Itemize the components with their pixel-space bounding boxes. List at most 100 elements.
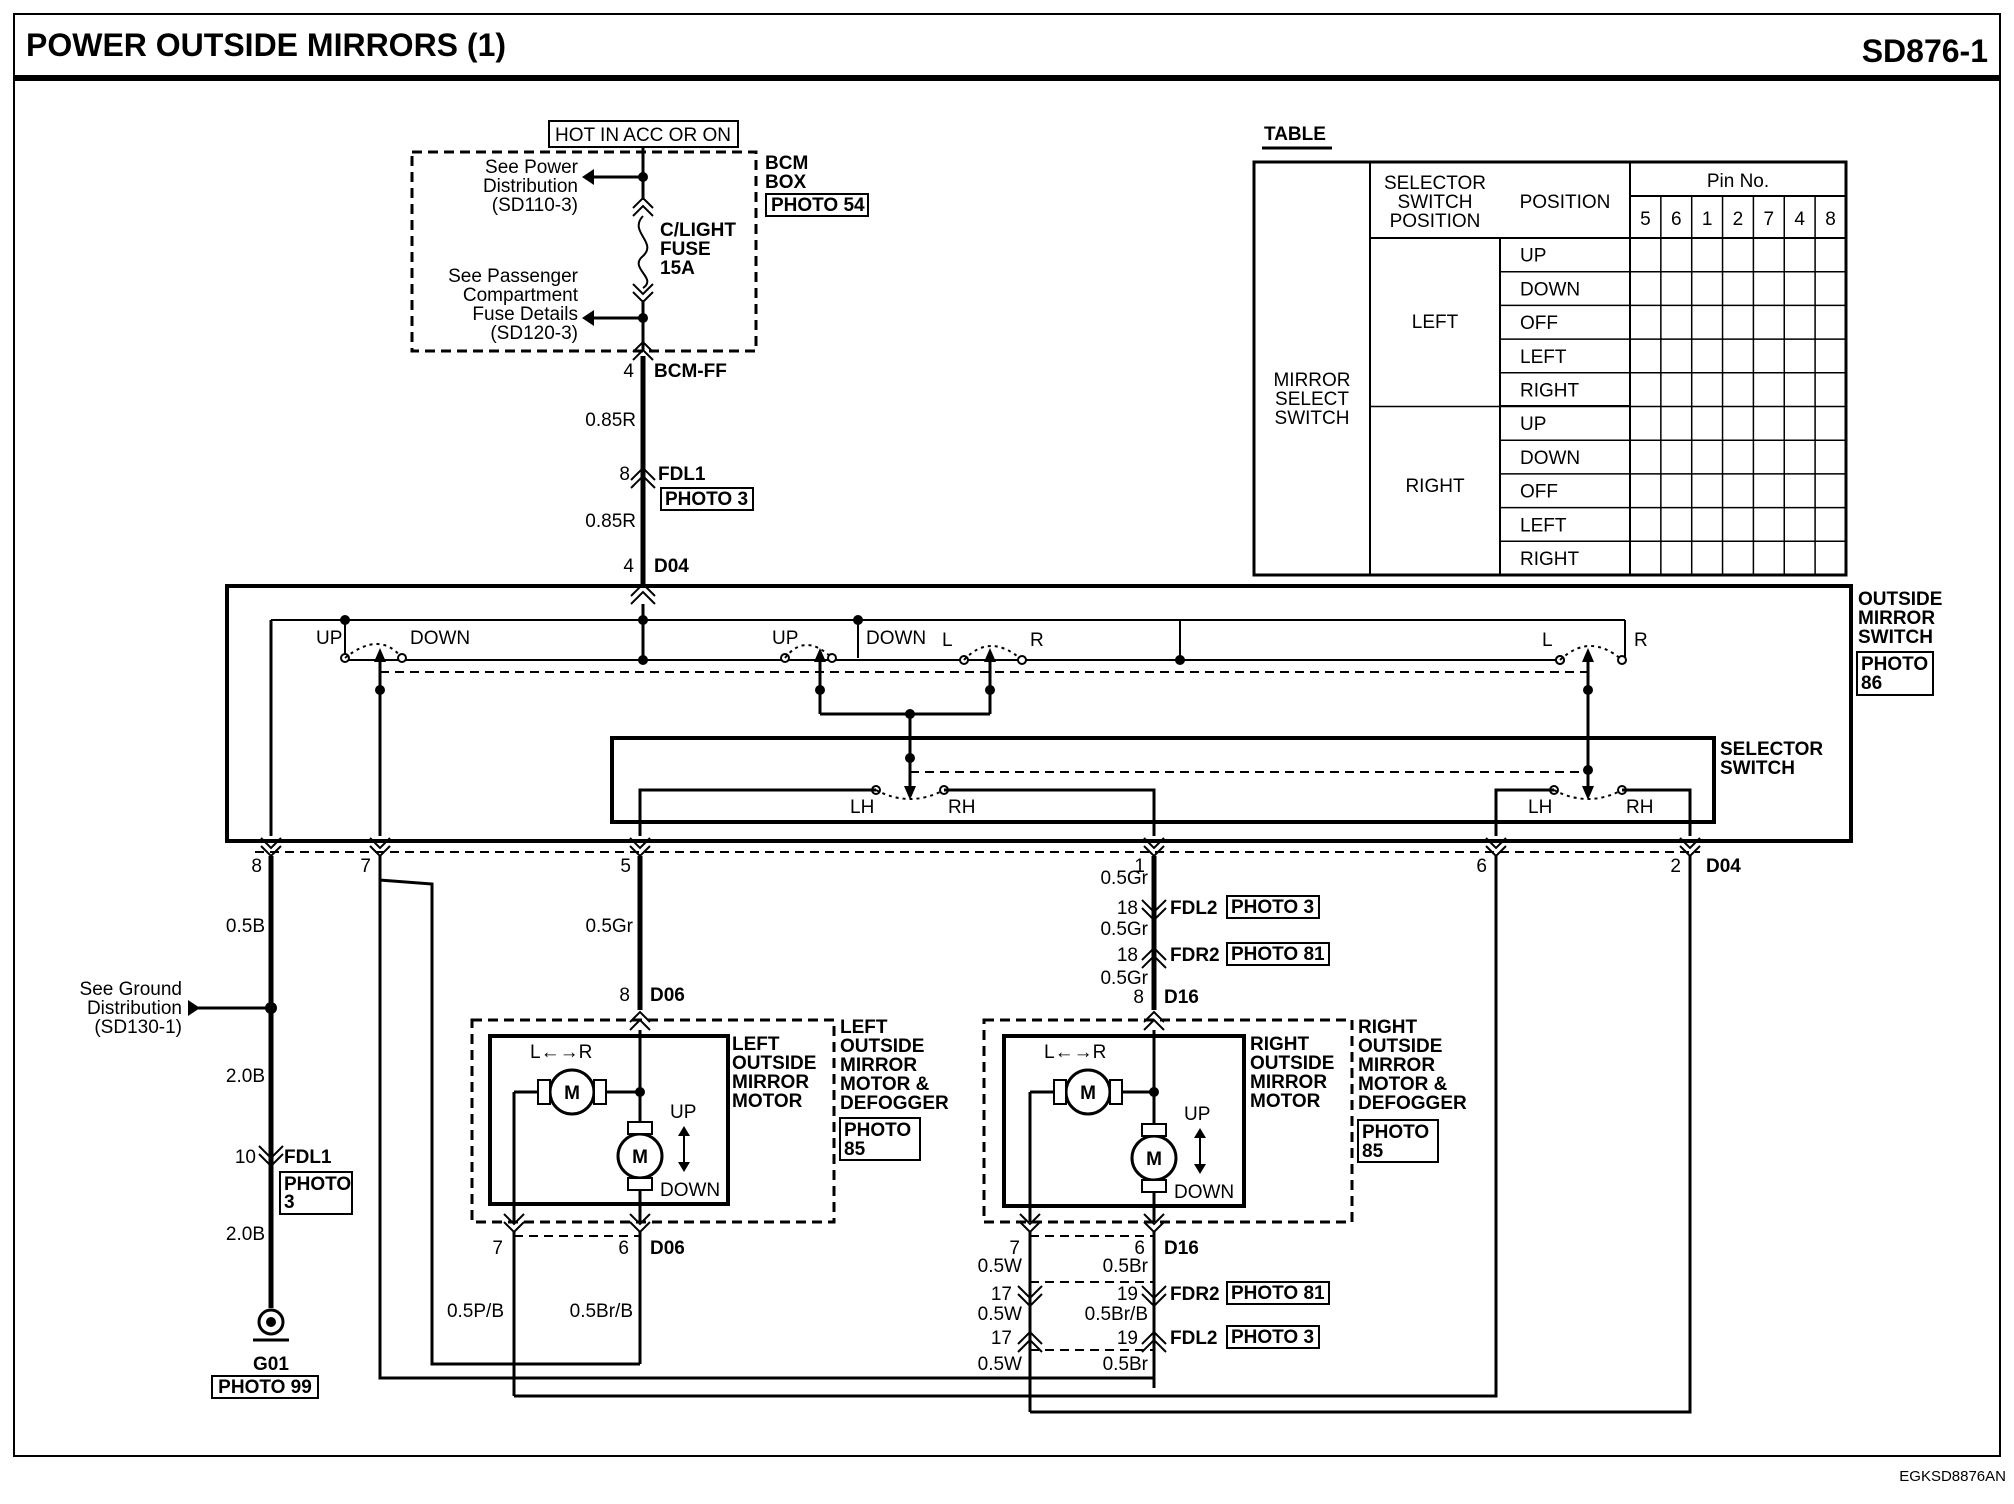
- selector-switch-box: [610, 736, 1716, 824]
- power-source-label: HOT IN ACC OR ON: [555, 125, 731, 146]
- see-passenger-line-4: (SD120-3): [490, 323, 578, 344]
- left-wire-pb: 0.5P/B: [447, 1301, 504, 1322]
- switch-l-2: L: [1542, 630, 1553, 651]
- left-assembly-1: LEFT: [840, 1017, 888, 1038]
- ground-g01: G01: [253, 1354, 289, 1375]
- left-assembly-4: MOTOR &: [840, 1074, 930, 1095]
- left-m-label: M: [564, 1083, 580, 1104]
- outside-switch-label-3: SWITCH: [1858, 627, 1933, 648]
- right-fdr2-pin: 18: [1117, 945, 1138, 966]
- d04-pin-top: 4: [623, 556, 634, 577]
- switch-r-1: R: [1030, 630, 1044, 651]
- right-assembly-2: OUTSIDE: [1358, 1036, 1442, 1057]
- right-m2-label: M: [1146, 1149, 1162, 1170]
- right-pin7: 7: [1009, 1238, 1020, 1259]
- right-pin-top: 8: [1133, 987, 1144, 1008]
- table-row-6: DOWN: [1520, 448, 1580, 469]
- left-up-label: UP: [670, 1102, 696, 1123]
- see-ground-line-3: (SD130-1): [94, 1017, 182, 1038]
- left-photo-2: 85: [844, 1139, 866, 1160]
- d04-connector-top: D04: [654, 556, 689, 577]
- right-br3: 0.5Br: [1103, 1354, 1149, 1375]
- outside-switch-label-2: MIRROR: [1858, 608, 1935, 629]
- left-assembly-2: OUTSIDE: [840, 1036, 924, 1057]
- left-m2-label: M: [632, 1147, 648, 1168]
- table-row-2: OFF: [1520, 313, 1558, 334]
- right-assembly-5: DEFOGGER: [1358, 1093, 1467, 1114]
- selector-label-1: SELECTOR: [1720, 739, 1823, 760]
- outside-switch-photo-1: PHOTO: [1861, 654, 1928, 675]
- see-passenger-line-3: Fuse Details: [472, 304, 578, 325]
- ground-g01-photo: PHOTO 99: [218, 1377, 312, 1398]
- right-fdl2b-photo: PHOTO 3: [1231, 1327, 1314, 1348]
- right-photo-1: PHOTO: [1362, 1122, 1429, 1143]
- right-w1: 0.5W: [978, 1256, 1022, 1277]
- right-assembly-3: MIRROR: [1358, 1055, 1435, 1076]
- right-photo-2: 85: [1362, 1141, 1384, 1162]
- selector-rh-1: RH: [948, 797, 975, 818]
- left-lr-label: L←→R: [530, 1042, 592, 1063]
- right-conn-bottom: D16: [1164, 1238, 1199, 1259]
- pin-header-6: 6: [1671, 209, 1682, 230]
- outside-switch-photo-2: 86: [1861, 673, 1882, 694]
- switch-pin-7: 7: [360, 856, 371, 877]
- right-motor-box: [1002, 1034, 1246, 1208]
- right-br1: 0.5Br: [1103, 1256, 1149, 1277]
- right-lr-label: L←→R: [1044, 1042, 1106, 1063]
- bcm-box-label-1: BCM: [765, 153, 808, 174]
- right-m-label: M: [1080, 1083, 1096, 1104]
- see-passenger-line-2: Compartment: [463, 285, 579, 306]
- right-fdr2: FDR2: [1170, 945, 1220, 966]
- switch-pin-8: 8: [251, 856, 262, 877]
- table-right-label: RIGHT: [1405, 476, 1465, 497]
- left-down-label: DOWN: [660, 1180, 720, 1201]
- table-row-1: DOWN: [1520, 279, 1580, 300]
- right-down-label: DOWN: [1174, 1182, 1234, 1203]
- table-left-label: LEFT: [1412, 312, 1459, 333]
- table-row-9: RIGHT: [1520, 549, 1580, 570]
- left-wire-brb: 0.5Br/B: [570, 1301, 633, 1322]
- right-fdr2-photo: PHOTO 81: [1231, 944, 1325, 965]
- right-p17a: 17: [991, 1284, 1012, 1305]
- right-fdr2b-photo: PHOTO 81: [1231, 1283, 1325, 1304]
- see-power-line-3: (SD110-3): [492, 195, 578, 216]
- see-ground-line-2: Distribution: [87, 998, 182, 1019]
- table-title: TABLE: [1264, 124, 1326, 145]
- pin-header-2: 2: [1733, 209, 1744, 230]
- see-passenger-line-1: See Passenger: [448, 266, 579, 287]
- switch-pin-6: 6: [1476, 856, 1487, 877]
- fuse-label-3: 15A: [660, 258, 695, 279]
- right-pin6: 6: [1134, 1238, 1145, 1259]
- table-row-7: OFF: [1520, 482, 1558, 503]
- left-pin6: 6: [618, 1238, 629, 1259]
- right-brb: 0.5Br/B: [1085, 1304, 1148, 1325]
- right-wire1: 0.5Gr: [1100, 868, 1148, 889]
- left-name-4: MOTOR: [732, 1091, 803, 1112]
- left-name-1: LEFT: [732, 1034, 780, 1055]
- table-group-2: SELECT: [1275, 389, 1349, 410]
- right-name-3: MIRROR: [1250, 1072, 1327, 1093]
- outside-switch-label-1: OUTSIDE: [1858, 589, 1942, 610]
- right-fdl2: FDL2: [1170, 898, 1218, 919]
- table-row-3: LEFT: [1520, 347, 1567, 368]
- right-p17b: 17: [991, 1328, 1012, 1349]
- pin-header-8: 8: [1825, 209, 1836, 230]
- left-conn-bottom: D06: [650, 1238, 685, 1259]
- ground-fdl1-photo-2: 3: [284, 1192, 295, 1213]
- right-fdl2b: FDL2: [1170, 1328, 1218, 1349]
- bcm-ff-connector: BCM-FF: [654, 361, 727, 382]
- fdl1-photo: PHOTO 3: [665, 489, 748, 510]
- right-mirror-motor-section: 0.5Gr 18 FDL2 PHOTO 3 0.5Gr 18 FDR2 PHOT…: [978, 856, 1467, 1412]
- ground-fdl1-photo-1: PHOTO: [284, 1174, 351, 1195]
- switch-pin-5: 5: [620, 856, 631, 877]
- selector-switch-table: TABLE SELECTOR SWITCH POSITION POSITION …: [1252, 124, 1848, 577]
- right-wire2: 0.5Gr: [1100, 919, 1148, 940]
- return-wiring: [378, 856, 1692, 1414]
- selector-rh-2: RH: [1626, 797, 1653, 818]
- wire-085r-b: 0.85R: [585, 511, 636, 532]
- bcm-ff-pin: 4: [623, 361, 634, 382]
- pin-header-5: 5: [1640, 209, 1651, 230]
- switch-down-1: DOWN: [410, 628, 470, 649]
- right-fdr2b: FDR2: [1170, 1284, 1220, 1305]
